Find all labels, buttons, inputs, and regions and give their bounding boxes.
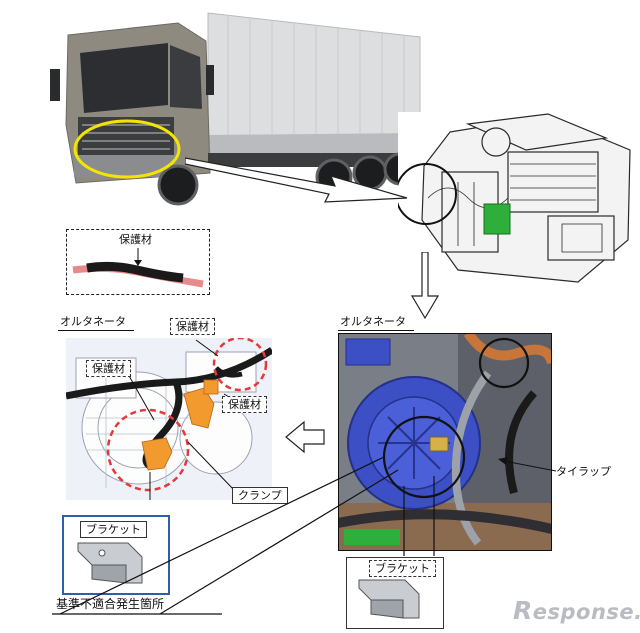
bracket-inset-right: ブラケット	[346, 557, 444, 629]
red-dashed-circle-lower	[106, 408, 190, 492]
protective-label-1: 保護材	[86, 360, 131, 377]
alternator-right-label: オルタネータ	[340, 315, 406, 328]
bracket-left-label: ブラケット	[80, 521, 147, 538]
protective-sample-label: 保護材	[119, 233, 152, 246]
right-detail-underline	[338, 330, 414, 331]
protective-label-3: 保護材	[222, 396, 267, 413]
truck-to-engine-arrow	[185, 157, 408, 203]
protective-label-2: 保護材	[170, 318, 215, 335]
engine-green-module	[483, 203, 511, 235]
bracket-right-label: ブラケット	[369, 560, 436, 577]
alternator-left-label: オルタネータ	[60, 315, 126, 328]
tie-wrap-label: タイラップ	[556, 465, 611, 478]
right-to-left-arrow	[285, 420, 325, 454]
right-detail-frame	[338, 333, 552, 551]
red-dashed-circle-upper	[212, 338, 268, 392]
left-detail-underline	[58, 330, 134, 331]
detail-circle-small	[478, 337, 530, 389]
engine-image	[398, 112, 638, 287]
response-logo: Response.	[513, 596, 640, 625]
highlight-ellipse	[73, 119, 181, 179]
engine-detail-circle	[398, 163, 457, 225]
right-detail-photo	[338, 333, 552, 551]
bracket-inset-left: ブラケット	[62, 515, 170, 595]
nonconformity-location-label: 基準不適合発生箇所	[56, 597, 165, 611]
truck-image	[50, 12, 421, 206]
left-detail-diagram	[66, 338, 272, 500]
engine-down-arrow	[410, 252, 440, 320]
protective-sample-box: 保護材	[66, 229, 210, 295]
tie-wrap-pointer	[498, 457, 557, 472]
clamp-label: クランプ	[232, 487, 288, 504]
